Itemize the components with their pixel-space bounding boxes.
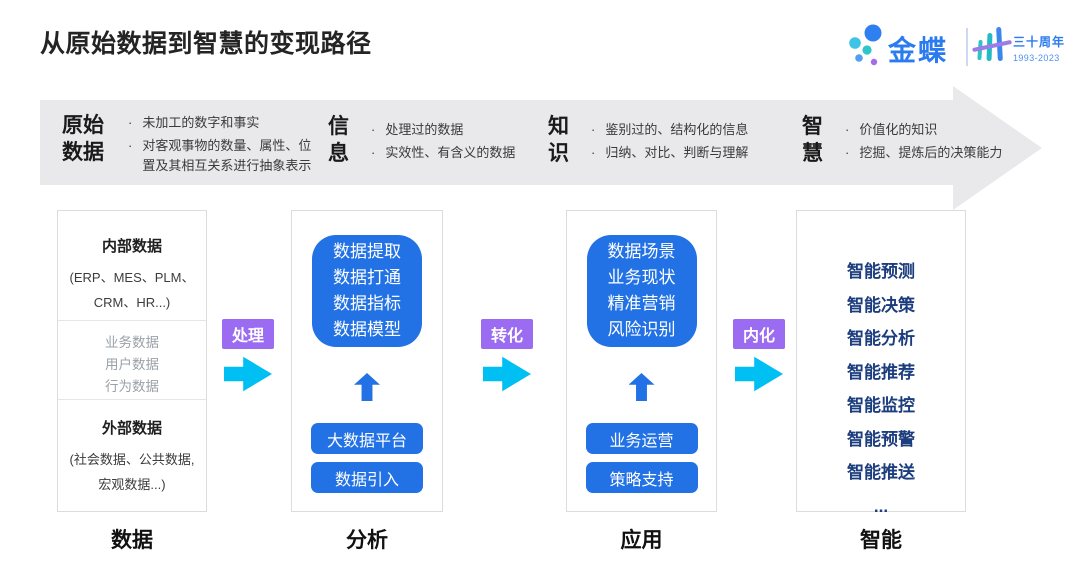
stage-point: 未加工的数字和事实	[128, 113, 320, 133]
card-line: 数据打通	[333, 268, 401, 287]
stage-knowledge: 知识 鉴别过的、结构化的信息 归纳、对比、判断与理解	[548, 113, 748, 167]
column-data-box: 内部数据 (ERP、MES、PLM、CRM、HR...) 业务数据 用户数据 行…	[57, 210, 207, 512]
connector-process: 处理	[216, 319, 280, 392]
footer-label-analysis: 分析	[346, 529, 388, 552]
strategy-support-button: 策略支持	[585, 462, 698, 493]
stage-point: 对客观事物的数量、属性、位置及其相互关系进行抽象表示	[128, 136, 320, 176]
up-arrow-icon	[628, 373, 655, 401]
up-arrow-icon	[354, 373, 380, 401]
stage-points: 价值化的知识 挖掘、提炼后的决策能力	[845, 113, 1002, 167]
stage-name: 知识	[548, 115, 569, 165]
footer-label-intelligence: 智能	[860, 529, 902, 552]
right-arrow-icon	[483, 356, 531, 392]
data-type-item: 用户数据	[105, 357, 159, 372]
smart-item: 智能分析	[847, 329, 915, 348]
footer-label-data: 数据	[111, 529, 153, 552]
card-line: 风险识别	[607, 320, 676, 339]
section-subtitle: (社会数据、公共数据,宏观数据...)	[69, 452, 195, 492]
external-data-section: 外部数据 (社会数据、公共数据,宏观数据...)	[58, 400, 206, 511]
data-type-item: 行为数据	[105, 379, 159, 394]
card-line: 业务现状	[607, 268, 676, 287]
right-arrow-icon	[224, 356, 272, 392]
anniversary-label: 三十周年	[1013, 35, 1066, 49]
smart-item-ellipsis: ...	[873, 496, 889, 516]
stage-points: 未加工的数字和事实 对客观事物的数量、属性、位置及其相互关系进行抽象表示	[128, 112, 320, 176]
connector-transform: 转化	[475, 319, 539, 392]
connector-internalize: 内化	[727, 319, 791, 392]
stage-point: 价值化的知识	[845, 120, 1002, 140]
connector-label-badge: 转化	[480, 319, 533, 349]
big-data-platform-button: 大数据平台	[311, 423, 423, 454]
stage-point: 鉴别过的、结构化的信息	[591, 120, 748, 140]
analysis-capability-card: 数据提取 数据打通 数据指标 数据模型	[312, 235, 422, 347]
footer-label-application: 应用	[620, 529, 663, 552]
stage-raw-data: 原始数据 未加工的数字和事实 对客观事物的数量、属性、位置及其相互关系进行抽象表…	[62, 112, 320, 176]
stage-point: 实效性、有含义的数据	[371, 143, 515, 163]
section-title: 内部数据	[101, 238, 162, 255]
card-line: 精准营销	[607, 294, 676, 313]
middle-data-section: 业务数据 用户数据 行为数据	[58, 321, 206, 400]
right-arrow-icon	[735, 356, 783, 392]
stage-name: 信息	[328, 115, 349, 165]
column-intelligence-box: 智能预测 智能决策 智能分析 智能推荐 智能监控 智能预警 智能推送 ...	[796, 210, 966, 516]
logo-divider	[966, 28, 968, 66]
smart-item: 智能推荐	[847, 362, 915, 382]
kingdee-dots-icon	[849, 24, 882, 66]
stage-point: 归纳、对比、判断与理解	[591, 143, 748, 163]
section-title: 外部数据	[101, 420, 162, 437]
internal-data-section: 内部数据 (ERP、MES、PLM、CRM、HR...)	[58, 211, 206, 321]
card-line: 数据提取	[333, 242, 401, 261]
page-title: 从原始数据到智慧的变现路径	[40, 30, 372, 58]
stage-information: 信息 处理过的数据 实效性、有含义的数据	[328, 113, 515, 167]
kingdee-brand-name: 金蝶	[888, 35, 949, 66]
thirty-anniversary-icon	[972, 24, 1012, 70]
column-application-box: 数据场景 业务现状 精准营销 风险识别 业务运营 策略支持	[566, 210, 717, 512]
smart-item: 智能预测	[847, 262, 915, 281]
card-line: 数据模型	[333, 320, 401, 339]
connector-label-badge: 内化	[732, 319, 785, 349]
smart-item: 智能监控	[847, 396, 915, 415]
stage-point: 挖掘、提炼后的决策能力	[845, 143, 1002, 163]
smart-item: 智能预警	[847, 429, 915, 449]
smart-item: 智能推送	[847, 463, 915, 482]
business-operation-button: 业务运营	[585, 423, 698, 454]
stage-name: 原始数据	[62, 114, 104, 164]
card-line: 数据指标	[333, 294, 401, 313]
dikw-banner: 原始数据 未加工的数字和事实 对客观事物的数量、属性、位置及其相互关系进行抽象表…	[40, 86, 1045, 210]
column-analysis-box: 数据提取 数据打通 数据指标 数据模型 大数据平台 数据引入	[291, 210, 443, 512]
data-type-item: 业务数据	[105, 335, 159, 350]
card-line: 数据场景	[607, 242, 676, 261]
stage-name: 智慧	[802, 115, 823, 165]
connector-label-badge: 处理	[221, 319, 274, 349]
stage-wisdom: 智慧 价值化的知识 挖掘、提炼后的决策能力	[802, 113, 1002, 167]
stage-point: 处理过的数据	[371, 120, 515, 140]
anniversary-block: 三十周年 1993-2023	[1013, 33, 1065, 63]
data-import-button: 数据引入	[311, 462, 423, 493]
stage-points: 处理过的数据 实效性、有含义的数据	[371, 113, 515, 167]
smart-item: 智能决策	[847, 295, 915, 315]
section-subtitle: (ERP、MES、PLM、CRM、HR...)	[69, 270, 195, 310]
anniversary-years: 1993-2023	[1013, 53, 1060, 63]
stage-points: 鉴别过的、结构化的信息 归纳、对比、判断与理解	[591, 113, 748, 167]
application-scenario-card: 数据场景 业务现状 精准营销 风险识别	[586, 235, 697, 347]
